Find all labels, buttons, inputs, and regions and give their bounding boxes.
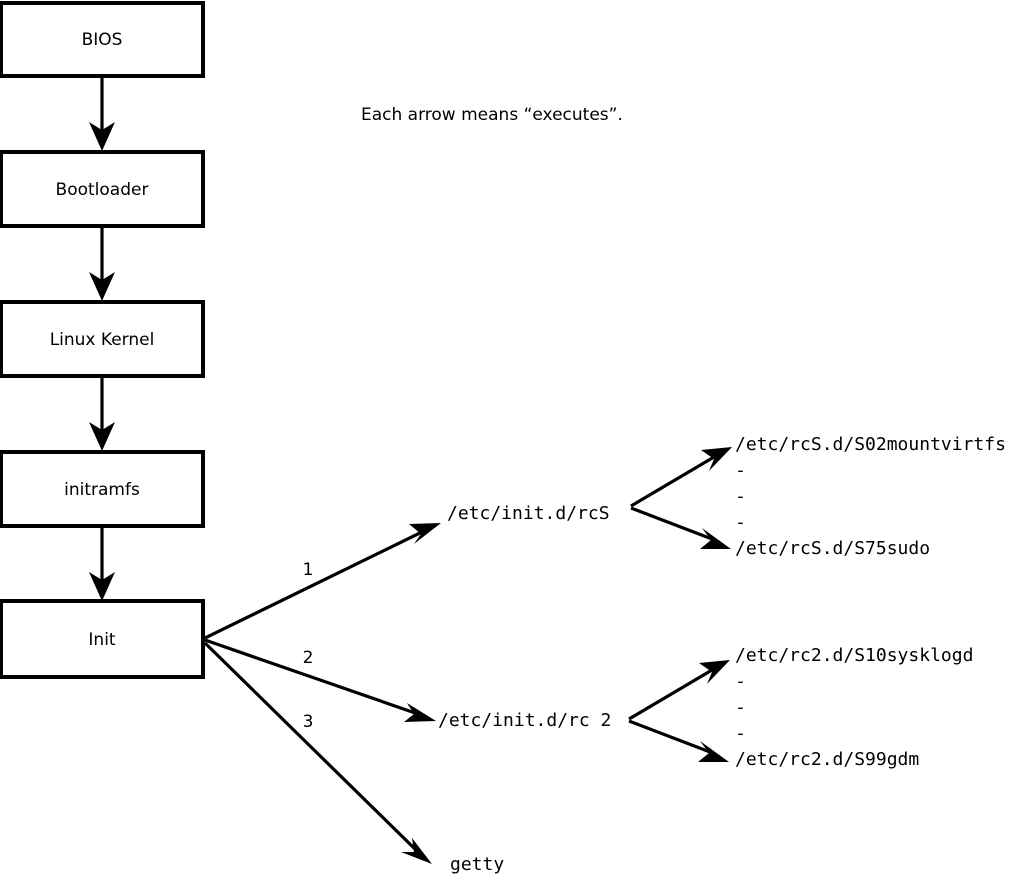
node-linux-kernel[interactable]: Linux Kernel [0,300,205,378]
arrow-rc2-to-first-script [628,660,730,721]
arrow-rcs-to-first-script [630,447,732,508]
rc2-ellipsis-dot-1: - [735,671,746,692]
node-bios[interactable]: BIOS [0,1,205,78]
arrow-rcs-to-last-script [630,506,731,549]
boot-chain-group: BIOS Bootloader Linux Kernel initramfs I… [0,1,205,679]
arrow-initramfs-to-init [89,526,115,601]
branch-number-2: 2 [303,648,314,668]
rcs-ellipsis-dot-3: - [735,512,746,533]
arrowhead-bios-bootloader [89,122,115,151]
vertical-arrows-group [89,76,115,601]
target-label-rcs: /etc/init.d/rcS [447,503,610,524]
target-label-getty: getty [450,854,504,875]
rcs-ellipsis-dot-1: - [735,460,746,481]
arrow-bios-to-bootloader [89,76,115,151]
initramfs-box[interactable] [0,450,205,528]
arrowhead-initramfs-init [89,572,115,601]
arrowhead-rc2-last [698,741,729,762]
arrow-init-to-rcs [204,523,441,640]
arrowhead-rcs-last [700,528,731,549]
arrowhead-rc2-first [699,660,730,684]
arrow-bootloader-to-kernel [89,226,115,301]
arrowhead-bootloader-kernel [89,272,115,301]
arrow-init-to-getty [203,641,432,864]
linux-kernel-label: Linux Kernel [50,330,155,350]
rcs-script-last: /etc/rcS.d/S75sudo [735,538,930,559]
arrow-kernel-to-initramfs [89,376,115,451]
bootloader-label: Bootloader [56,180,149,200]
branch-number-1: 1 [303,560,314,580]
linux-kernel-box[interactable] [0,300,205,378]
arrowhead-init-getty [401,838,432,864]
rcs-subbranch-group: /etc/rcS.d/S02mountvirtfs - - - /etc/rcS… [630,434,1006,559]
rc2-ellipsis-dot-3: - [735,723,746,744]
target-label-rc2: /etc/init.d/rc 2 [438,710,611,731]
bios-box[interactable] [0,1,205,78]
init-label: Init [88,630,116,650]
rc2-ellipsis-dot-2: - [735,697,746,718]
node-bootloader[interactable]: Bootloader [0,150,205,228]
init-targets-group: /etc/init.d/rcS /etc/init.d/rc 2 getty [438,503,611,875]
diagram-caption: Each arrow means “executes”. [361,105,623,125]
rcs-script-first: /etc/rcS.d/S02mountvirtfs [735,434,1006,455]
arrowhead-rcs-first [701,447,732,471]
rc2-subbranch-group: /etc/rc2.d/S10sysklogd - - - /etc/rc2.d/… [628,645,973,770]
arrowhead-init-rc2 [404,703,436,722]
arrowhead-init-rcs [409,523,441,544]
arrowhead-kernel-initramfs [89,422,115,451]
node-init[interactable]: Init [0,599,205,679]
rcs-ellipsis-dot-2: - [735,486,746,507]
node-initramfs[interactable]: initramfs [0,450,205,528]
initramfs-label: initramfs [64,480,140,500]
init-fanout-group: 1 2 3 [203,523,441,864]
arrow-init-to-rc2 [204,638,436,722]
branch-number-3: 3 [303,712,314,732]
bios-label: BIOS [82,30,123,50]
rc2-script-last: /etc/rc2.d/S99gdm [735,749,919,770]
arrow-rc2-to-last-script [628,719,729,762]
rc2-script-first: /etc/rc2.d/S10sysklogd [735,645,973,666]
init-box[interactable] [0,599,205,679]
